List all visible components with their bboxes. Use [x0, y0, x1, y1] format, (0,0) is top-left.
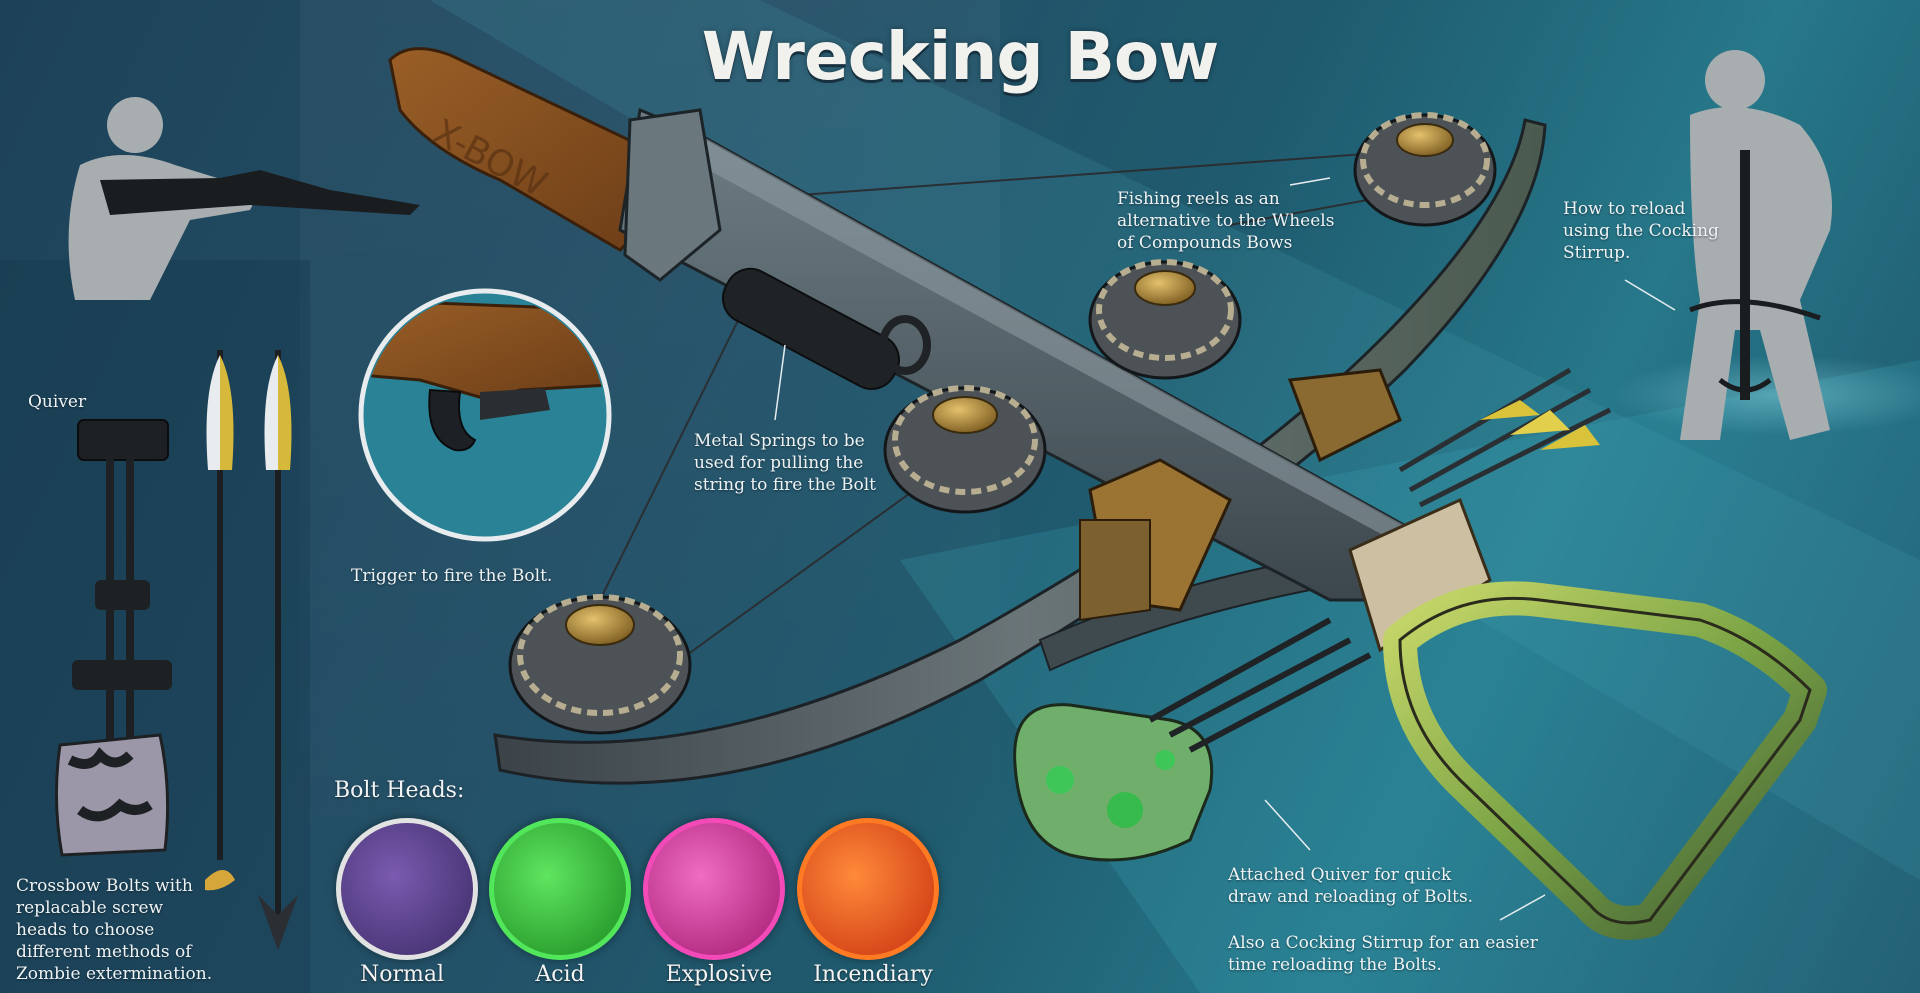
- bolt-head-label-incendiary: Incendiary: [813, 962, 933, 987]
- bolt-heads-heading: Bolt Heads:: [334, 778, 465, 803]
- fishing-reel: [1353, 112, 1497, 227]
- standalone-bolt: [258, 350, 298, 950]
- annotation-springs: Metal Springs to be used for pulling the…: [694, 431, 876, 495]
- bracket-brass: [1287, 368, 1402, 463]
- bracket-brass: [1079, 519, 1151, 622]
- front-block: [1348, 497, 1492, 653]
- rail-highlight: [690, 135, 1440, 555]
- metal-spring: [721, 267, 931, 390]
- mounted-bolts: [1398, 367, 1612, 508]
- trigger-detail-circle: [358, 288, 612, 542]
- acid-bolt-head: [489, 818, 631, 960]
- receiver-block: [623, 108, 722, 282]
- explosive-bolt-head: [643, 818, 785, 960]
- bolt-head-label-normal: Normal: [359, 962, 445, 987]
- fishing-reel: [883, 385, 1047, 514]
- normal-bolt-head: [336, 818, 478, 960]
- standalone-bolt: [205, 350, 235, 891]
- shooter-silhouette: [68, 97, 420, 300]
- cocking-stirrup: [1383, 581, 1827, 940]
- annotation-quiver: Quiver: [28, 392, 87, 412]
- annotation-attached-quiver: Attached Quiver for quick draw and reloa…: [1228, 865, 1474, 907]
- reloading-silhouette: [1680, 50, 1832, 440]
- fishing-reel: [508, 594, 692, 735]
- attached-quiver: [1013, 617, 1372, 862]
- annotation-stirrup: Also a Cocking Stirrup for an easier tim…: [1228, 933, 1538, 975]
- incendiary-bolt-head: [797, 818, 939, 960]
- annotation-bolts: Crossbow Bolts with replacable screw hea…: [16, 876, 213, 984]
- annotation-trigger: Trigger to fire the Bolt.: [351, 566, 553, 586]
- annotation-reload: How to reload using the Cocking Stirrup.: [1563, 199, 1719, 263]
- bow-limb: [493, 118, 1547, 785]
- page-title: Wrecking Bow: [701, 18, 1219, 95]
- standalone-quiver: [54, 419, 172, 857]
- bolt-head-label-acid: Acid: [535, 962, 585, 987]
- bow-string: [799, 149, 1421, 196]
- bolt-head-label-explosive: Explosive: [665, 962, 773, 987]
- bow-string: [679, 474, 936, 661]
- annotation-fishing-reels: Fishing reels as an alternative to the W…: [1117, 189, 1335, 253]
- fishing-reel: [1088, 259, 1242, 380]
- leader-lines: [774, 177, 1676, 921]
- wooden-stock: [388, 47, 665, 252]
